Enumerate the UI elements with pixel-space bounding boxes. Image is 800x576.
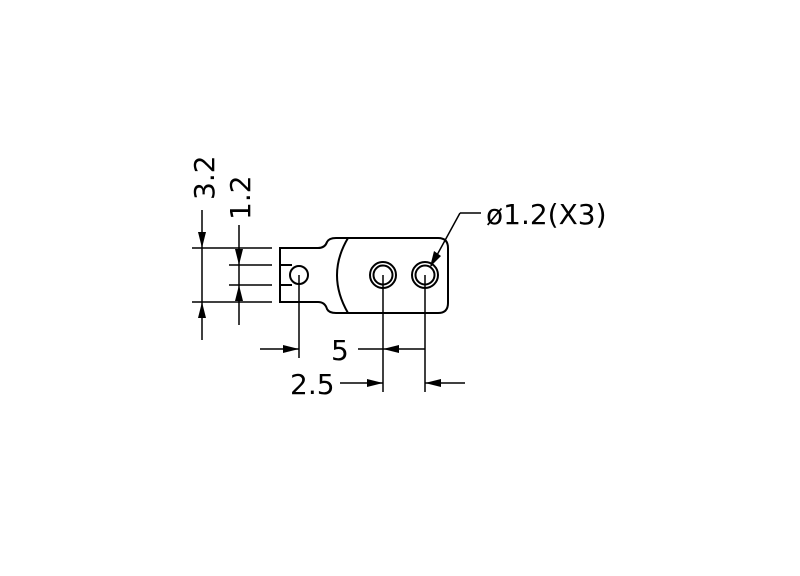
dim-label-5: 5 (331, 334, 349, 367)
dim-label-1-2: 1.2 (224, 175, 257, 220)
dimension-1-2 (229, 225, 272, 325)
dimension-2-5 (340, 379, 465, 387)
bend-arc (336, 237, 349, 314)
dimension-3-2 (192, 210, 272, 340)
dim-label-3-2: 3.2 (188, 155, 221, 200)
terminal-outline (279, 237, 449, 314)
hole-callout-leader (430, 212, 481, 267)
hole-callout-label: ø1.2(X3) (486, 198, 607, 231)
dimension-5 (260, 345, 425, 353)
dim-label-2-5: 2.5 (290, 368, 335, 401)
